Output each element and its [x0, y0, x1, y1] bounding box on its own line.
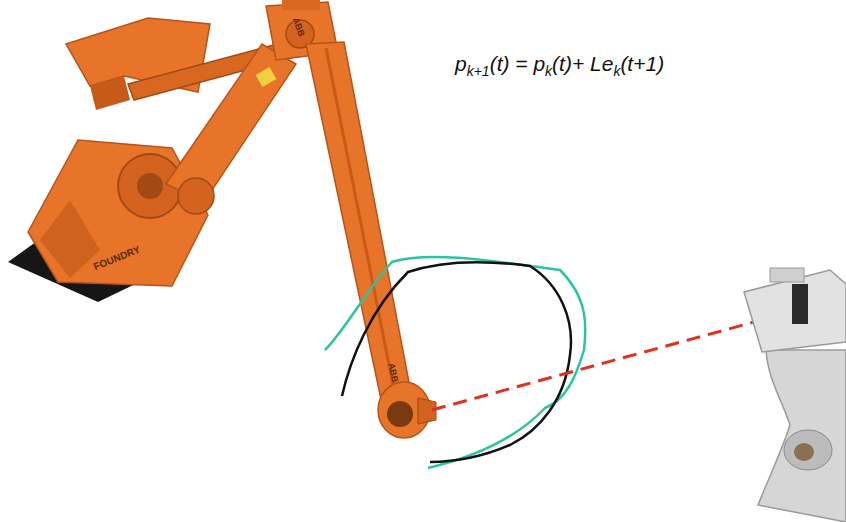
robot-shoulder — [178, 178, 214, 214]
robot-counterweight-shade — [90, 76, 130, 110]
formula-subscript: k — [613, 63, 620, 79]
robot-elbow-cap — [282, 0, 320, 10]
formula-part: (t)+ Le — [552, 52, 613, 75]
tracker-dial-center — [794, 443, 814, 461]
formula-part: p — [455, 52, 467, 75]
robot-forearm — [306, 42, 412, 404]
formula-subscript: k+1 — [467, 63, 490, 79]
measured-path — [325, 257, 585, 468]
formula-part: (t+1) — [620, 52, 664, 75]
robot-upper-arm — [166, 44, 296, 202]
tracker-top — [770, 268, 804, 282]
tracker-dial — [784, 430, 832, 470]
robot-flange — [387, 401, 413, 427]
robot-base-shade — [40, 200, 100, 278]
robot-tag — [256, 67, 277, 87]
tracker-body — [758, 350, 846, 522]
reference-path — [342, 262, 571, 462]
formula-subscript: k — [545, 63, 552, 79]
formula: pk+1(t) = pk(t)+ Lek(t+1) — [455, 52, 664, 79]
robot-forearm-edge — [326, 48, 396, 400]
formula-part: (t) = p — [490, 52, 545, 75]
laser-beam — [432, 310, 798, 410]
robot-motor-hub — [137, 173, 163, 199]
tracker-window — [792, 284, 808, 324]
